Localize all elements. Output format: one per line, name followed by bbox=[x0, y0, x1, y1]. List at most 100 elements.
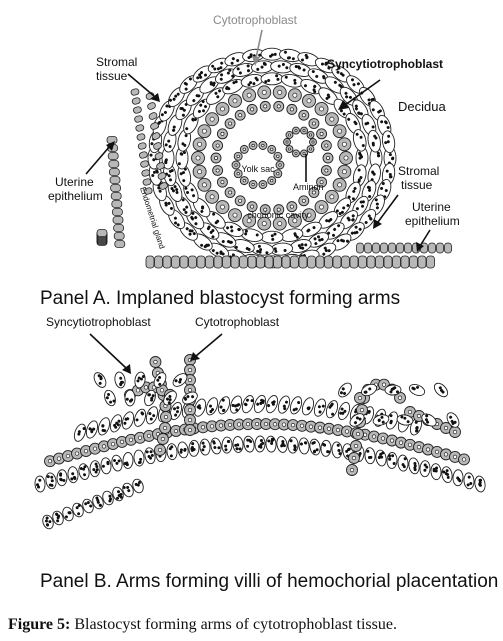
nucleus-dot bbox=[267, 78, 271, 82]
label-cytotrophoblast-a: Cytotrophoblast bbox=[213, 13, 298, 27]
epithelial-cell bbox=[364, 242, 372, 254]
epithelial-cell-body bbox=[113, 232, 125, 240]
epithelial-cell-body bbox=[426, 255, 435, 269]
nucleus-dot bbox=[152, 158, 156, 162]
nucleus-dot bbox=[50, 479, 54, 483]
nucleus-dot bbox=[221, 240, 225, 244]
nucleus-dot bbox=[304, 53, 308, 57]
label-decidua: Decidua bbox=[398, 99, 446, 114]
cell-nucleus bbox=[311, 140, 315, 144]
nucleus-dot bbox=[101, 428, 105, 432]
nucleus-dot bbox=[150, 453, 154, 457]
nucleus-dot bbox=[68, 511, 72, 515]
label-syncytiotrophoblast-a: Syncytiotrophoblast bbox=[327, 57, 443, 71]
nucleus-dot bbox=[46, 475, 50, 479]
syncytiotrophoblast-cell bbox=[421, 413, 437, 427]
cell-nucleus bbox=[263, 207, 268, 212]
nucleus-dot bbox=[217, 446, 221, 450]
nucleus-dot bbox=[182, 108, 186, 112]
epithelial-cell bbox=[113, 232, 125, 240]
nucleus-dot bbox=[267, 404, 271, 408]
nucleus-dot bbox=[94, 470, 98, 474]
nucleus-dot bbox=[314, 242, 318, 246]
nucleus-dot bbox=[164, 201, 168, 205]
nucleus-dot bbox=[56, 519, 60, 523]
syncytiotrophoblast-cell bbox=[441, 466, 453, 484]
syncytiotrophoblast-cell bbox=[205, 397, 219, 416]
cell-nucleus bbox=[209, 116, 215, 122]
nucleus-dot bbox=[337, 449, 341, 453]
cell-nucleus bbox=[407, 409, 413, 415]
nucleus-dot bbox=[95, 465, 99, 469]
nucleus-dot bbox=[152, 414, 156, 418]
nucleus-dot bbox=[340, 210, 344, 214]
nucleus-dot bbox=[381, 451, 385, 455]
nucleus-dot bbox=[184, 134, 188, 138]
arrow-stromal-left bbox=[127, 73, 155, 97]
syncytiotrophoblast-cell bbox=[409, 417, 423, 436]
syncytium-outline bbox=[205, 397, 219, 416]
nucleus-dot bbox=[148, 412, 152, 416]
nucleus-dot bbox=[179, 450, 183, 454]
cell-nucleus bbox=[261, 89, 267, 95]
syncytiotrophoblast-cell bbox=[73, 423, 87, 442]
nucleus-dot bbox=[338, 452, 342, 456]
nucleus-dot bbox=[376, 151, 380, 155]
epithelial-cell bbox=[136, 133, 146, 141]
syncytium-outline bbox=[349, 413, 365, 427]
syncytiotrophoblast-cell bbox=[433, 382, 449, 398]
nucleus-dot bbox=[299, 246, 303, 250]
epithelial-cell-body bbox=[417, 255, 427, 269]
epithelial-cell bbox=[341, 255, 350, 269]
syncytiotrophoblast-cell bbox=[217, 396, 231, 415]
cell-nucleus bbox=[434, 449, 440, 455]
nucleus-dot bbox=[149, 450, 153, 454]
cell-nucleus bbox=[242, 179, 246, 183]
cell-nucleus bbox=[276, 104, 281, 109]
cell-nucleus bbox=[228, 121, 233, 126]
arrowhead bbox=[122, 364, 131, 374]
nucleus-dot bbox=[234, 245, 238, 249]
cell-nucleus bbox=[246, 218, 252, 224]
nucleus-dot bbox=[341, 239, 345, 243]
epithelial-cell-body bbox=[159, 182, 168, 190]
epithelial-cell bbox=[134, 115, 143, 123]
epithelial-cell-body bbox=[154, 255, 163, 269]
nucleus-dot bbox=[442, 470, 446, 474]
nucleus-dot bbox=[386, 140, 390, 144]
nucleus-dot bbox=[344, 91, 348, 95]
panel-b-title: Panel B. Arms forming villi of hemochori… bbox=[40, 571, 498, 592]
nucleus-dot bbox=[218, 89, 222, 93]
syncytiotrophoblast-cell bbox=[250, 60, 274, 74]
nucleus-dot bbox=[230, 229, 234, 233]
nucleus-dot bbox=[320, 62, 324, 66]
nucleus-dot bbox=[440, 388, 444, 392]
nucleus-dot bbox=[367, 186, 371, 190]
nucleus-dot bbox=[415, 426, 419, 430]
syncytiotrophoblast-cell bbox=[224, 52, 247, 67]
nucleus-dot bbox=[212, 440, 216, 444]
nucleus-dot bbox=[313, 90, 317, 94]
syncytiotrophoblast-cell bbox=[367, 129, 381, 153]
epithelial-cell-body bbox=[139, 151, 148, 159]
syncytiotrophoblast-cell bbox=[229, 395, 243, 414]
nucleus-dot bbox=[236, 59, 240, 63]
nucleus-dot bbox=[201, 205, 205, 209]
epithelial-cell bbox=[143, 187, 153, 195]
cell-nucleus bbox=[187, 387, 193, 393]
syncytium-outline bbox=[93, 372, 107, 388]
syncytiotrophoblast-cell bbox=[188, 439, 200, 457]
nucleus-dot bbox=[108, 494, 112, 498]
nucleus-dot bbox=[413, 466, 417, 470]
epithelial-cell-body bbox=[324, 255, 333, 269]
nucleus-dot bbox=[338, 212, 342, 216]
cell-nucleus bbox=[250, 107, 255, 112]
nucleus-dot bbox=[339, 411, 343, 415]
nucleus-dot bbox=[324, 249, 328, 253]
nucleus-dot bbox=[219, 405, 223, 409]
syncytiotrophoblast-cell bbox=[111, 454, 123, 472]
syncytiotrophoblast-cell bbox=[277, 395, 291, 414]
nucleus-dot bbox=[55, 512, 59, 516]
nucleus-dot bbox=[293, 232, 297, 236]
syncytium-outline bbox=[104, 389, 116, 407]
